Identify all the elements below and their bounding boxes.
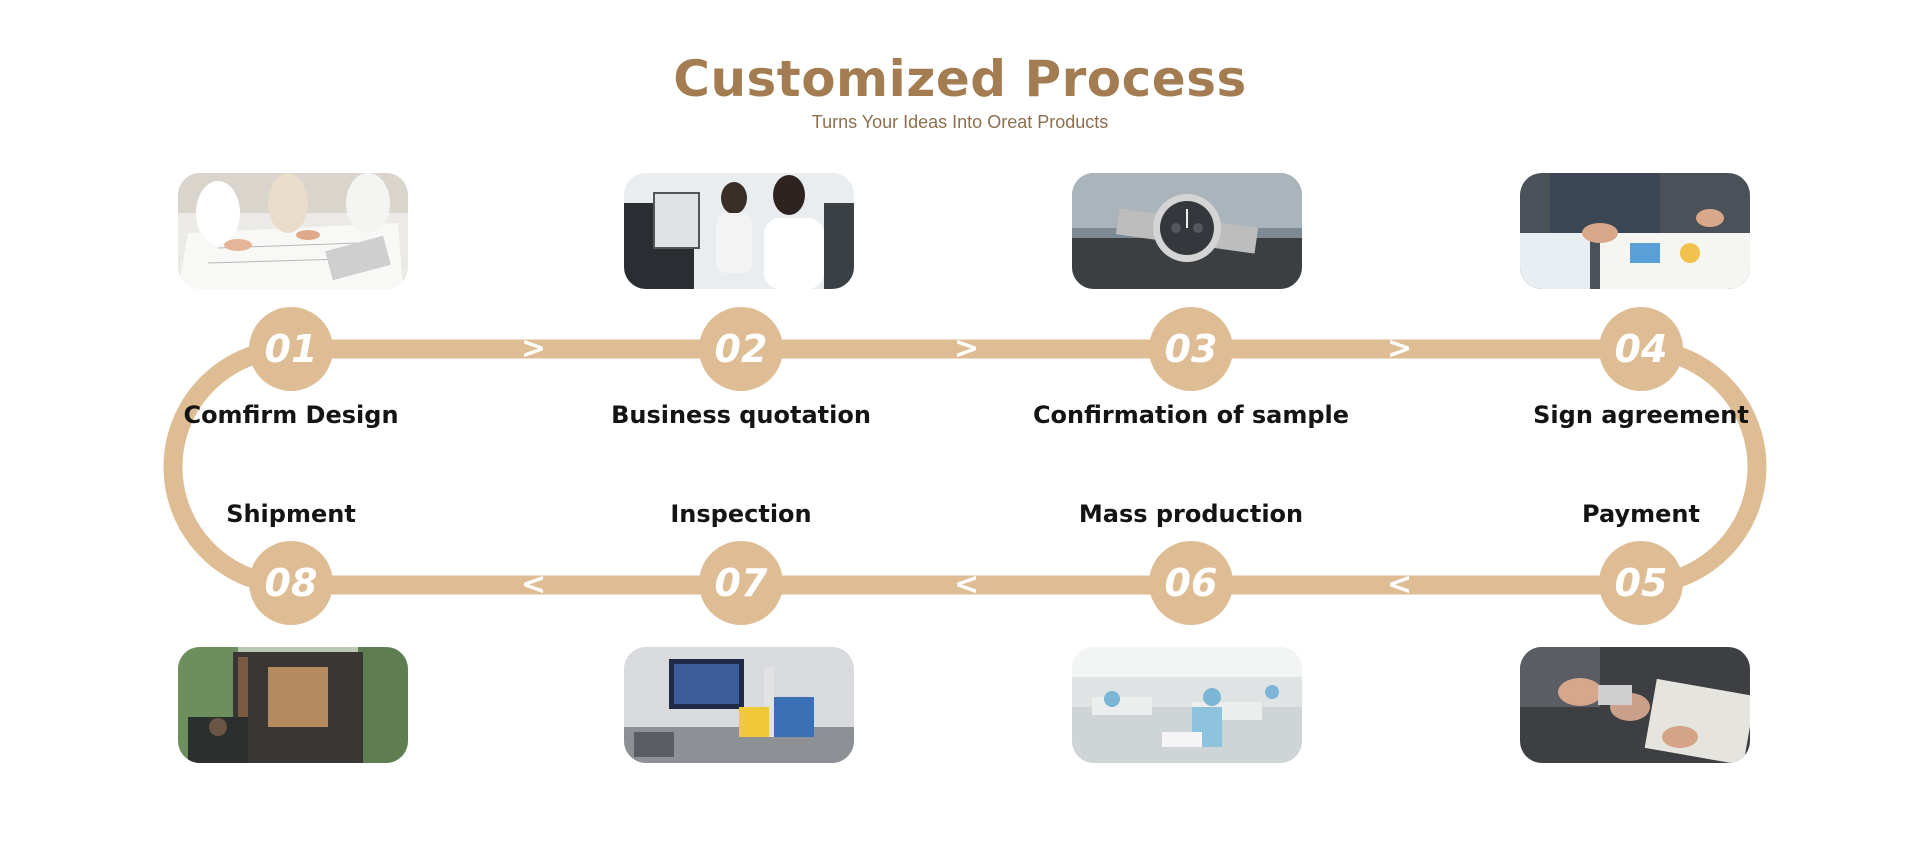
step-number-06: 06 (1149, 541, 1233, 625)
page-title: Customized Process (673, 50, 1247, 108)
step-label-05: Payment (1582, 500, 1700, 528)
step-number-07: 07 (699, 541, 783, 625)
step-number-04: 04 (1599, 307, 1683, 391)
call-center-photo (624, 173, 854, 289)
step-label-02: Business quotation (611, 401, 871, 429)
step-number-05: 05 (1599, 541, 1683, 625)
page-subtitle: Turns Your Ideas Into Oreat Products (811, 112, 1109, 132)
arrow-right-icon: > (1387, 331, 1413, 366)
sample-watch-photo (1072, 173, 1302, 289)
step-number-01: 01 (249, 307, 333, 391)
step-label-04: Sign agreement (1533, 401, 1749, 429)
step-number-08: 08 (249, 541, 333, 625)
step-label-03: Confirmation of sample (1032, 401, 1350, 429)
header: Customized Process Turns Your Ideas Into… (0, 48, 1920, 133)
arrow-right-icon: > (954, 331, 980, 366)
handshake-photo (1520, 173, 1750, 289)
step-label-07: Inspection (670, 500, 812, 528)
step-label-08: Shipment (226, 500, 356, 528)
arrow-left-icon: < (1387, 567, 1413, 602)
arrow-left-icon: < (521, 567, 547, 602)
payment-card-photo (1520, 647, 1750, 763)
step-number-02: 02 (699, 307, 783, 391)
step-label-06: Mass production (1078, 500, 1304, 528)
factory-workers-photo (1072, 647, 1302, 763)
inspection-machine-photo (624, 647, 854, 763)
arrow-left-icon: < (954, 567, 980, 602)
arrow-right-icon: > (521, 331, 547, 366)
step-label-01: Comfirm Design (183, 401, 399, 429)
step-number-03: 03 (1149, 307, 1233, 391)
container-forklift-photo (178, 647, 408, 763)
design-meeting-photo (178, 173, 408, 289)
